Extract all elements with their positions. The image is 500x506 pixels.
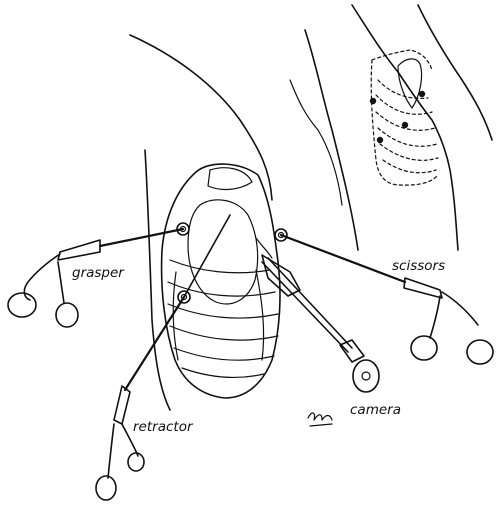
chest-cavity [160, 163, 281, 399]
patient-body-outline [129, 29, 359, 411]
artist-signature [307, 412, 333, 427]
retractor-instrument [95, 214, 231, 501]
inset-port-diagram [351, 4, 493, 251]
scissors-label: scissors [392, 258, 445, 274]
retractor-label: retractor [133, 419, 194, 435]
port-dot [401, 121, 409, 129]
port-dot [418, 90, 426, 98]
camera-instrument [255, 237, 380, 393]
port-dot [376, 136, 384, 144]
port-dot [369, 97, 377, 105]
camera-label: camera [350, 402, 401, 418]
scissors-instrument [274, 228, 494, 365]
grasper-instrument [7, 222, 190, 328]
grasper-label: grasper [72, 265, 125, 281]
